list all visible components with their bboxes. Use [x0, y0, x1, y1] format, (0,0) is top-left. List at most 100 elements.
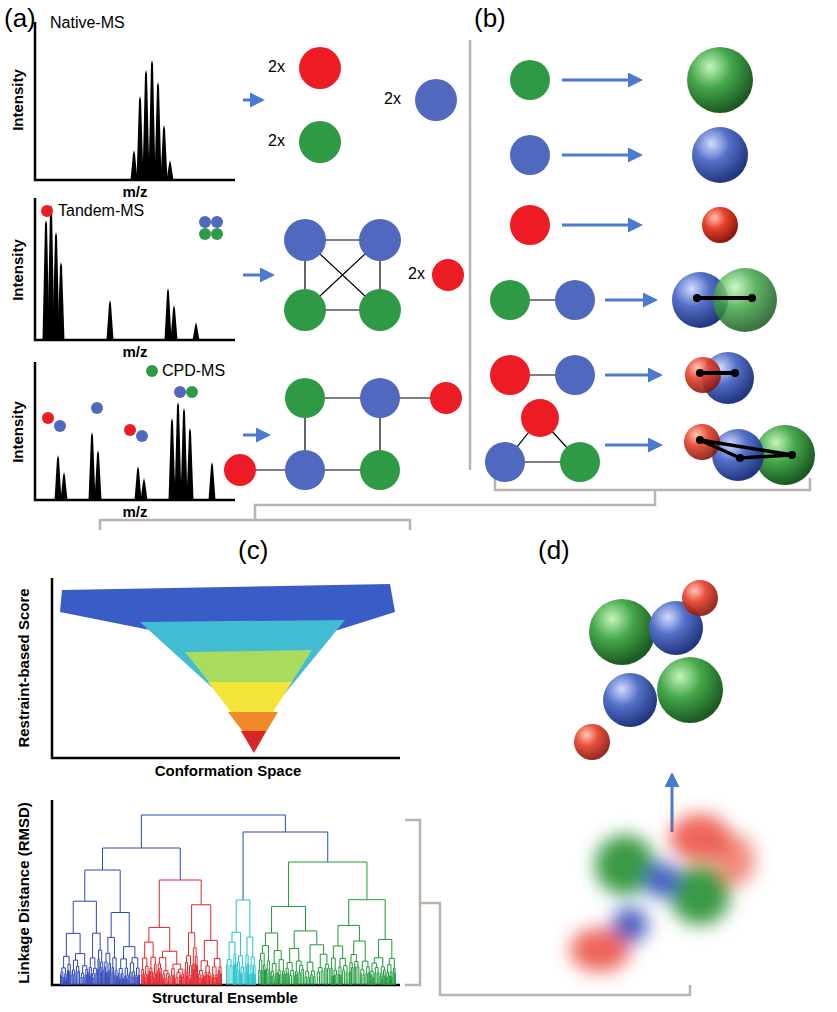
panel-label: (b) — [474, 4, 506, 33]
subunit-sphere — [603, 673, 657, 727]
axis-label: Intensity — [10, 239, 27, 301]
axis-label: Restraint-based Score — [16, 588, 33, 747]
restraint-dot — [693, 294, 701, 302]
ion-glyph — [136, 430, 148, 442]
dendrogram-branches — [227, 900, 256, 985]
subunit-circle — [284, 289, 326, 331]
subunit-sphere — [692, 127, 748, 183]
bracket — [100, 478, 810, 530]
panel-label: (c) — [238, 536, 268, 565]
ion-glyph — [211, 216, 223, 228]
density-blob — [715, 834, 755, 886]
stoichiometry-label: 2x — [268, 132, 285, 150]
spectrum-peak — [141, 478, 148, 500]
surface-band — [241, 731, 266, 753]
subunit-sphere — [702, 207, 738, 243]
flow-arrows — [243, 80, 672, 832]
axis-label: Linkage Distance (RMSD) — [16, 802, 33, 984]
tandem-network — [284, 219, 464, 331]
surface-band — [60, 584, 395, 748]
subunit-circle — [555, 280, 595, 320]
coarse-graining — [485, 47, 815, 485]
subunit-circle — [490, 355, 530, 395]
ion-glyph — [174, 386, 186, 398]
flow-arrow — [671, 775, 674, 832]
subunit-circle — [285, 378, 325, 418]
restraint-dot — [788, 451, 796, 459]
density-blob — [570, 928, 630, 972]
ion-glyph — [41, 205, 53, 217]
spectrum-peak — [161, 125, 168, 180]
panel-divider — [469, 40, 472, 470]
subunit-circle — [359, 289, 401, 331]
spectrum-peak — [135, 466, 142, 500]
score-surface — [60, 584, 395, 753]
stoichiometry-label: 2x — [384, 90, 401, 108]
subunit-circle — [490, 280, 530, 320]
subunit-circle — [510, 205, 550, 245]
subunit-circle — [560, 442, 600, 482]
subunit-circle — [299, 47, 341, 89]
subunit-circle — [430, 382, 462, 414]
spectrum-peak — [169, 418, 176, 500]
spectrum-peak — [107, 300, 114, 340]
subunit-circle — [299, 121, 341, 163]
restraint-dot — [748, 294, 756, 302]
axis-label: Intensity — [10, 401, 27, 463]
axis-label: Structural Ensemble — [152, 990, 298, 1007]
spectrum-peak — [181, 408, 188, 500]
flow-arrow — [605, 299, 655, 302]
ion-glyph — [186, 386, 198, 398]
spectrum-peak — [131, 150, 138, 180]
subunit-circle — [285, 450, 325, 490]
subunit-sphere — [712, 429, 764, 481]
restraint-bars — [700, 440, 792, 458]
ion-glyph — [211, 228, 223, 240]
restraint-bar — [700, 371, 735, 375]
spectrum-peak — [193, 322, 200, 340]
method-label: CPD-MS — [162, 362, 225, 380]
subunit-circle — [555, 355, 595, 395]
axis-label: Intensity — [10, 69, 27, 131]
bracket — [405, 820, 690, 995]
flow-arrow — [243, 434, 268, 437]
spectrum-peak — [61, 472, 68, 500]
spectrum-peak — [165, 288, 172, 340]
plot-axes — [52, 578, 400, 985]
flow-arrow — [605, 374, 660, 377]
restraint-dot — [731, 369, 739, 377]
ion-glyphs — [41, 205, 223, 442]
axis-label: m/z — [122, 504, 147, 521]
spectrum-peak — [171, 305, 178, 340]
spectrum-peak — [187, 428, 194, 500]
dendrogram — [61, 815, 396, 985]
subunit-sphere — [687, 47, 753, 113]
spectrum-peak — [155, 82, 162, 180]
dendrogram-branches — [61, 815, 328, 985]
spectrum-peak — [143, 70, 150, 180]
restraint-dot — [736, 454, 744, 462]
subunit-circle — [360, 378, 400, 418]
spectrum-peak — [149, 60, 156, 180]
spectrum-peak — [55, 455, 62, 500]
ion-glyph — [54, 420, 66, 432]
flow-arrow — [243, 274, 272, 277]
spectrum-peak — [95, 450, 102, 500]
spectrum-peak — [89, 432, 96, 500]
ion-glyph — [146, 365, 158, 377]
final-model — [574, 580, 723, 760]
subunit-circle — [432, 259, 464, 291]
subunit-circle — [485, 442, 525, 482]
stoichiometry-label: 2x — [268, 58, 285, 76]
subunit-circle — [224, 454, 256, 486]
restraint-dot — [696, 369, 704, 377]
subunit-sphere — [574, 724, 610, 760]
subunit-sphere — [589, 599, 655, 665]
subunit-circle — [521, 399, 559, 437]
spectrum-peak — [58, 262, 65, 340]
ion-glyph — [42, 412, 54, 424]
axis-label: Conformation Space — [155, 763, 302, 780]
subunit-circle — [510, 135, 550, 175]
surface-band — [140, 620, 345, 748]
